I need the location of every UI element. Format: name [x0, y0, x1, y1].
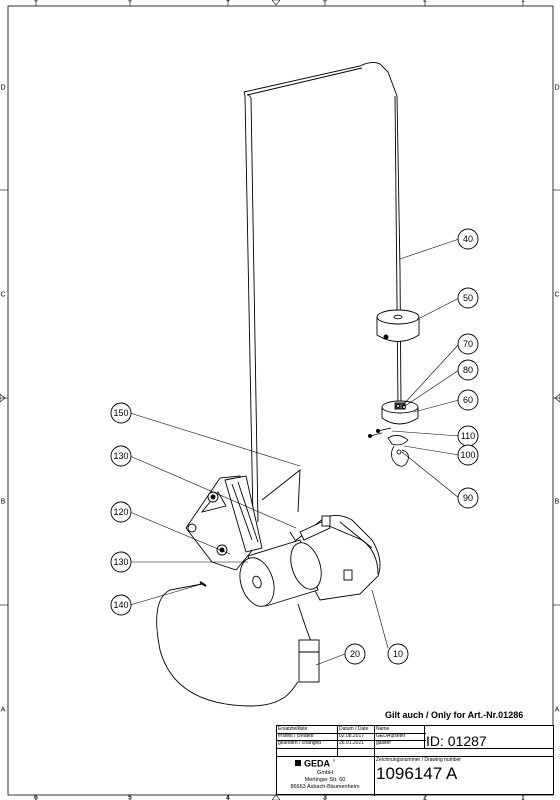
- ruler-top-4: 3: [323, 0, 327, 4]
- center-mark-left: [0, 393, 6, 403]
- callout-120: 120: [110, 501, 132, 523]
- ruler-left-c: C: [0, 292, 5, 299]
- company-name: GmbH: [317, 770, 333, 776]
- callout-110: 110: [457, 425, 479, 447]
- callout-40: 40: [457, 228, 479, 250]
- ruler-bottom-5: 2: [423, 795, 427, 800]
- ruler-top-1: 6: [34, 0, 38, 4]
- title-block: Ersatzteilliste Datum / Date Name erstel…: [276, 725, 554, 796]
- ruler-bottom-3: 4: [226, 795, 230, 800]
- rope: [243, 61, 402, 523]
- ruler-bottom-1: 6: [34, 795, 38, 800]
- callout-80: 80: [457, 359, 479, 381]
- svg-text:130: 130: [113, 451, 128, 461]
- geda-logo: GEDA ®: [295, 759, 335, 769]
- id-field: ID: 01287: [426, 733, 487, 749]
- callouts: 40 50 70 80 60 110 100 90 150 130 120 13…: [110, 228, 479, 665]
- drawing-number-label: Zeichnungsnummer / Drawing number: [376, 757, 462, 763]
- svg-text:130: 130: [113, 557, 128, 567]
- callout-130-top: 130: [110, 445, 132, 467]
- svg-text:60: 60: [463, 395, 473, 405]
- header-name: Name: [376, 726, 390, 732]
- svg-text:70: 70: [463, 339, 473, 349]
- callout-140: 140: [110, 594, 132, 616]
- center-mark-right: [554, 393, 560, 403]
- callout-10: 10: [387, 643, 409, 665]
- ruler-top-5: 2: [423, 0, 427, 4]
- svg-text:140: 140: [113, 600, 128, 610]
- drawing-frame: [7, 5, 554, 796]
- callout-100: 100: [457, 444, 479, 466]
- svg-text:100: 100: [460, 450, 475, 460]
- weight-part-50: [376, 309, 420, 342]
- svg-text:120: 120: [113, 507, 128, 517]
- svg-text:90: 90: [463, 493, 473, 503]
- id-label: ID:: [426, 733, 444, 749]
- hook-assembly: [367, 427, 409, 467]
- callout-90: 90: [457, 487, 479, 509]
- callout-50: 50: [457, 287, 479, 309]
- validity-note: Gilt auch / Only for Art.-Nr.01286: [385, 710, 524, 720]
- ruler-bottom-4: 3: [323, 795, 327, 800]
- ruler-top-2: 5: [128, 0, 132, 4]
- drawing-number: 1096147 A: [376, 764, 458, 783]
- ruler-bottom-6: 1: [521, 795, 525, 800]
- ruler-right-d: D: [554, 85, 559, 92]
- svg-text:80: 80: [463, 365, 473, 375]
- svg-text:40: 40: [463, 234, 473, 244]
- ruler-right-a: A: [555, 707, 560, 714]
- row-label-created: erstellt / created: [278, 733, 314, 739]
- svg-text:®: ®: [333, 759, 335, 763]
- callout-60: 60: [457, 389, 479, 411]
- ruler-bottom-2: 5: [128, 795, 132, 800]
- svg-text:10: 10: [393, 649, 403, 659]
- center-mark-bottom: [271, 794, 281, 800]
- ruler-left-b: B: [1, 499, 6, 506]
- svg-text:50: 50: [463, 293, 473, 303]
- ruler-left-a: A: [1, 707, 6, 714]
- created-date: 02.08.2017: [339, 733, 365, 739]
- rope-clamp-part-60: [381, 400, 419, 425]
- changed-name: gaister: [376, 740, 392, 746]
- company-street: Mertinger Str. 60: [304, 777, 346, 783]
- leader-lines: [129, 238, 460, 666]
- row-label-changed: geändert / changed: [278, 740, 322, 746]
- changed-date: 26.01.2021: [339, 740, 365, 746]
- callout-150: 150: [110, 402, 132, 424]
- created-name: GEDA\pseter: [376, 733, 406, 739]
- svg-text:110: 110: [461, 431, 475, 441]
- row-label-parts-list: Ersatzteilliste: [278, 726, 308, 732]
- callout-20: 20: [344, 643, 366, 665]
- id-value: 01287: [447, 733, 487, 749]
- ruler-top-3: 4: [226, 0, 230, 4]
- callout-130-bottom: 130: [110, 551, 132, 573]
- ruler-right-b: B: [555, 499, 560, 506]
- ruler-left-d: D: [0, 85, 5, 92]
- svg-text:GEDA: GEDA: [304, 759, 331, 769]
- svg-text:150: 150: [113, 408, 128, 418]
- header-date: Datum / Date: [339, 726, 369, 732]
- center-mark-top: [271, 0, 281, 6]
- winch-assembly: [156, 469, 381, 707]
- ruler-top-6: 1: [521, 0, 525, 4]
- callout-70: 70: [457, 333, 479, 355]
- svg-text:20: 20: [350, 649, 360, 659]
- ruler-right-c: C: [554, 292, 559, 299]
- company-city: 86663 Asbach-Bäumenheim: [290, 784, 360, 790]
